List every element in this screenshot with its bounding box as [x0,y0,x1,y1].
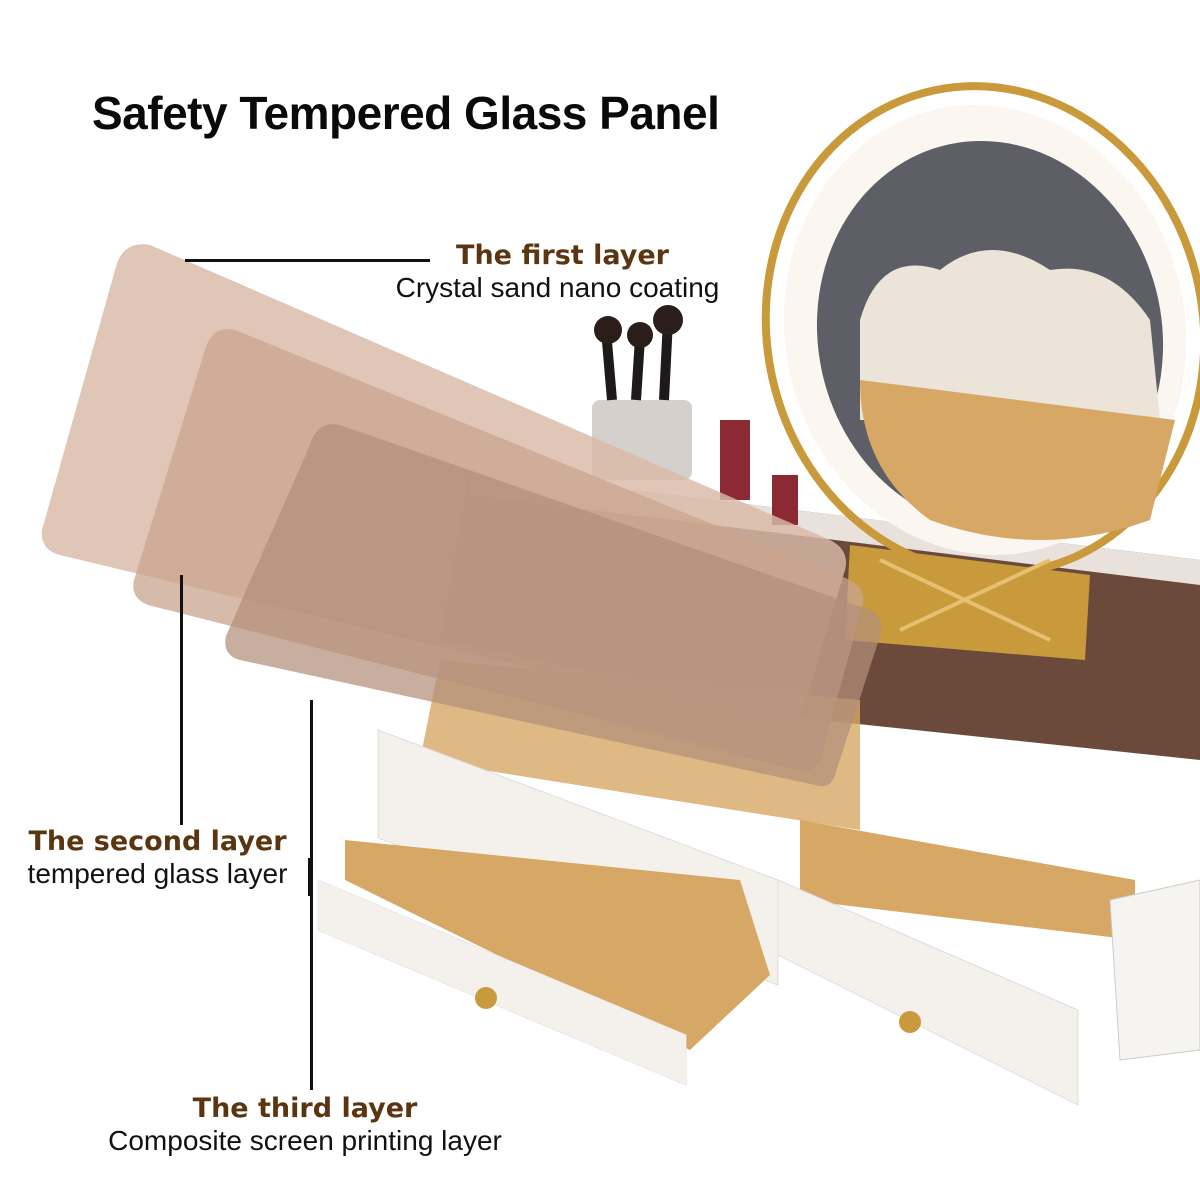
layer2-leader-line [180,575,183,825]
layer2-description: tempered glass layer [27,858,288,889]
layer1-heading: The first layer [456,240,669,271]
layer1-label: The first layer Crystal sand nano coatin… [370,240,745,304]
layer2-label: The second layer tempered glass layer [5,826,310,890]
drawer-right [777,820,1135,1106]
glass-layer-3-shape [225,424,882,787]
layer1-description: Crystal sand nano coating [395,272,720,303]
layer3-description: Composite screen printing layer [108,1125,502,1156]
layer3-heading: The third layer [192,1093,418,1124]
page-title: Safety Tempered Glass Panel [92,87,720,139]
layer1-leader-line [185,259,430,262]
drawer-left-bottom [317,840,770,1086]
brush-holder [592,305,798,525]
layer2-side-line [308,858,311,896]
layer3-label: The third layer Composite screen printin… [75,1093,535,1157]
layer3-leader-line [310,700,313,1090]
round-mirror [761,82,1200,578]
stool [1109,879,1200,1061]
layer2-heading: The second layer [28,826,287,857]
